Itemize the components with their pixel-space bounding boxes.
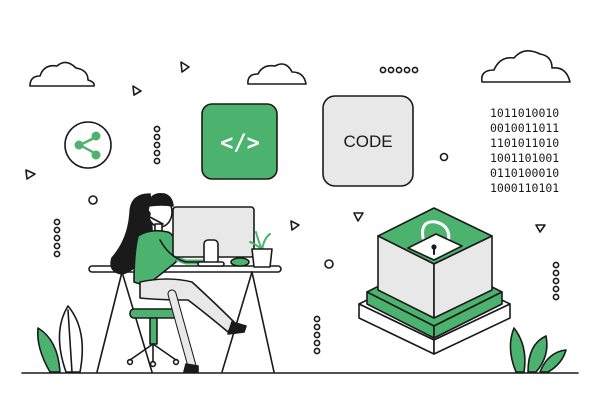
dot-column (552, 261, 560, 301)
dot-shape (324, 259, 334, 269)
cloud-icon (480, 50, 571, 83)
dot-column (313, 315, 321, 355)
dot-row (379, 66, 419, 74)
triangle-shape (353, 212, 364, 222)
lock-platform (358, 207, 511, 355)
cloud-icon (247, 63, 307, 85)
dot-column (53, 218, 61, 258)
share-icon (64, 121, 112, 169)
dot-shape (88, 195, 98, 205)
binary-line: 1000110101 (490, 181, 559, 195)
plant-icon (509, 327, 567, 373)
code-card-label: CODE (343, 132, 392, 151)
plant-icon (36, 305, 84, 373)
binary-line: 1101011010 (490, 136, 559, 150)
office-chair (126, 308, 180, 368)
computer-monitor (172, 206, 255, 267)
triangle-shape (535, 224, 546, 233)
binary-line: 1001101001 (490, 151, 559, 165)
binary-line: 1011010010 (490, 106, 559, 120)
binary-line: 0110100010 (490, 166, 559, 180)
code-tag-label: </> (220, 131, 260, 156)
dot-column (153, 125, 161, 165)
binary-line: 0010011011 (490, 121, 559, 135)
padlock-icon (407, 220, 463, 261)
triangle-shape (180, 61, 190, 73)
developer-person (110, 192, 247, 373)
dot-shape (439, 152, 449, 162)
mouse (230, 257, 250, 267)
code-card (322, 95, 414, 187)
triangle-shape (132, 85, 142, 96)
triangle-shape (290, 220, 300, 231)
binary-block: 1011010010 0010011011 1101011010 1001101… (490, 106, 559, 195)
plant-icon (249, 231, 273, 268)
cloud-icon (29, 61, 95, 87)
triangle-shape (25, 169, 36, 180)
code-tag-icon (201, 103, 278, 180)
